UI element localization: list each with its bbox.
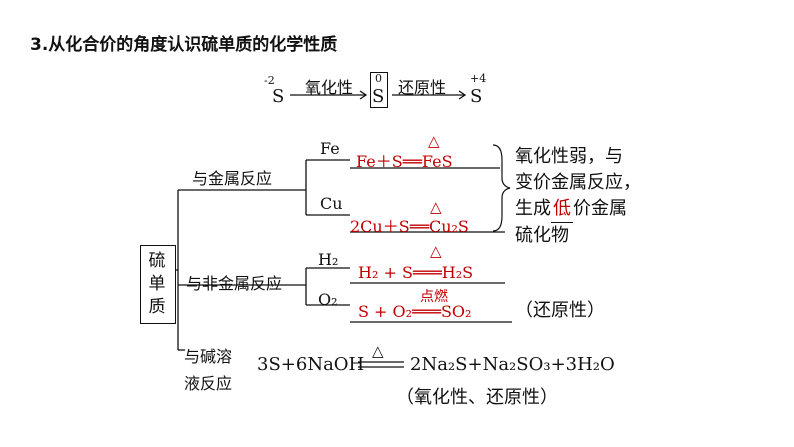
metal-branch-label: 与金属反应: [192, 169, 273, 188]
metal-note-post: 价金属: [573, 198, 627, 219]
base-branch-label-2: 液反应: [184, 374, 233, 393]
nonmetal-note: （还原性）: [515, 300, 605, 321]
valence-center-sup: 0: [375, 72, 382, 85]
fe-equation: Fe＋S══FeS: [356, 152, 453, 171]
o2-condition: 点燃: [420, 289, 448, 305]
valence-right-sup: +4: [470, 72, 487, 85]
o2-reactant: O₂: [318, 290, 338, 309]
valence-left-symbol: S: [272, 86, 285, 107]
valence-center-symbol: S: [372, 86, 385, 107]
nonmetal-branch-label: 与非金属反应: [186, 274, 283, 293]
zero-valence-box: [370, 72, 388, 108]
cu-reactant: Cu: [320, 194, 343, 213]
metal-note-line-2: 变价金属反应，: [515, 172, 641, 193]
root-label: 硫单质: [148, 251, 166, 317]
base-condition: △: [372, 342, 384, 360]
oxidizing-label: 氧化性: [305, 78, 354, 97]
cu-equation: 2Cu＋S══Cu₂S: [350, 217, 469, 236]
fe-reactant: Fe: [320, 139, 340, 158]
o2-equation: S + O₂═══SO₂: [358, 302, 472, 321]
metal-note-line-1: 氧化性弱，与: [515, 146, 623, 167]
valence-right-symbol: S: [470, 86, 483, 107]
base-equation-left: 3S+6NaOH: [257, 354, 365, 375]
cu-condition: △: [430, 198, 442, 216]
h2-reactant: H₂: [318, 250, 339, 269]
root-box: [140, 245, 176, 324]
fe-condition: △: [428, 132, 440, 150]
h2-condition: △: [430, 242, 442, 260]
base-note: （氧化性、还原性）: [396, 387, 558, 408]
base-branch-label-1: 与碱溶: [184, 347, 233, 366]
metal-note-answer: 低: [551, 196, 573, 223]
section-title: 3.从化合价的角度认识硫单质的化学性质: [30, 35, 338, 55]
h2-equation: H₂ + S═══H₂S: [358, 263, 474, 282]
metal-note-pre: 生成: [515, 198, 551, 219]
reducing-label: 还原性: [398, 78, 447, 97]
base-equation-right: 2Na₂S+Na₂SO₃+3H₂O: [410, 354, 615, 375]
valence-left-sup: -2: [264, 74, 275, 87]
metal-note: 氧化性弱，与 变价金属反应， 生成低价金属 硫化物: [515, 144, 641, 249]
metal-note-line-3: 生成低价金属: [515, 196, 641, 223]
metal-note-line-4: 硫化物: [515, 225, 569, 246]
